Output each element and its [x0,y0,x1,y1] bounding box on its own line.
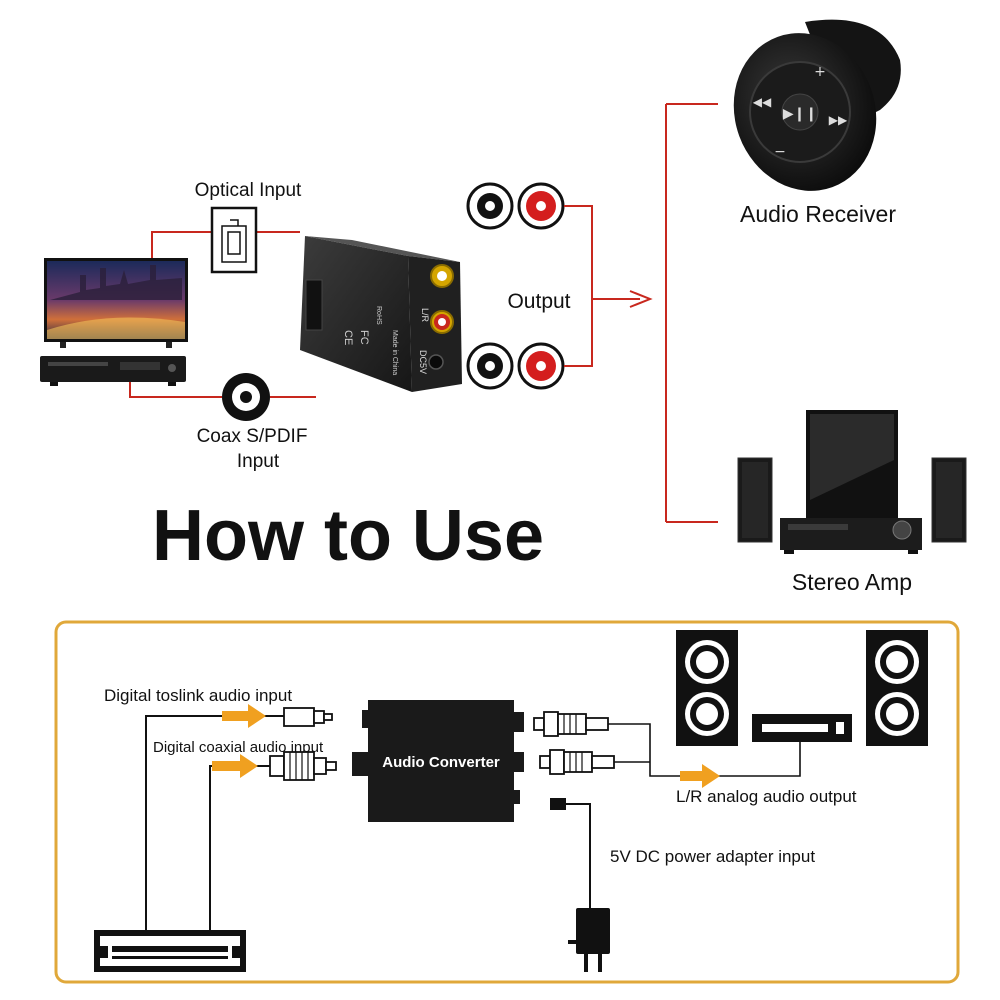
tv-icon [44,258,188,348]
headline-title: How to Use [152,496,544,576]
marking-dc5v: DC5V [418,350,428,374]
source-device-icon [94,930,246,972]
optical-input-label: Optical Input [195,180,302,201]
marking-ce: CE [342,330,354,345]
analog-output-wires [608,723,801,777]
input-wires [129,231,316,398]
coax-input-label-line2: Input [237,451,280,472]
output-label: Output [507,290,570,313]
rca-plug-top-icon [533,711,609,737]
rca-white-bottom-icon [466,342,514,390]
left-speaker-icon [676,630,738,746]
svg-text:+: + [814,64,826,80]
audio-receiver-icon: ▶❙❙ + ◀◀ ▶▶ − [733,19,901,191]
analog-output-arrow-icon [680,764,720,788]
rca-white-top-icon [466,182,514,230]
toslink-arrow-icon [222,704,266,728]
stereo-amp-label: Stereo Amp [792,569,912,595]
svg-text:◀◀: ◀◀ [753,95,772,109]
optical-port-icon [210,206,258,274]
svg-text:−: − [774,144,786,160]
audio-converter-box [352,700,524,822]
audio-receiver-label: Audio Receiver [740,201,896,227]
right-speaker-icon [866,630,928,746]
converter-device-image: CE FC RoHS Made in China L/R DC5V [300,236,462,392]
marking-made-in-china: Made in China [391,330,398,375]
marking-l-r: L/R [420,308,430,323]
coaxial-input-label: Digital coaxial audio input [153,739,324,756]
power-adapter-icon [550,798,610,972]
svg-text:▶❙❙: ▶❙❙ [783,106,817,122]
stereo-amp-icon [737,410,967,554]
coax-plug-icon [269,751,337,781]
coax-port-icon [222,373,270,421]
output-wires [564,103,718,523]
svg-text:▶▶: ▶▶ [829,113,848,127]
analog-output-label: L/R analog audio output [676,787,857,806]
rca-red-top-icon [517,182,565,230]
amplifier-icon [752,714,852,742]
audio-converter-label: Audio Converter [382,754,500,771]
rca-plug-bottom-icon [539,749,615,775]
dvd-player-icon [40,356,186,386]
rca-red-bottom-icon [517,342,565,390]
power-cable [566,803,591,908]
output-arrow-icon [629,290,653,308]
coax-input-label-line1: Coax S/PDIF [197,426,308,447]
instruction-frame [54,620,960,984]
power-input-label: 5V DC power adapter input [610,847,815,866]
marking-fc: FC [358,330,370,345]
toslink-input-label: Digital toslink audio input [104,686,292,705]
marking-rohs: RoHS [375,306,382,325]
toslink-plug-icon [283,707,333,727]
coaxial-arrow-icon [212,754,258,778]
